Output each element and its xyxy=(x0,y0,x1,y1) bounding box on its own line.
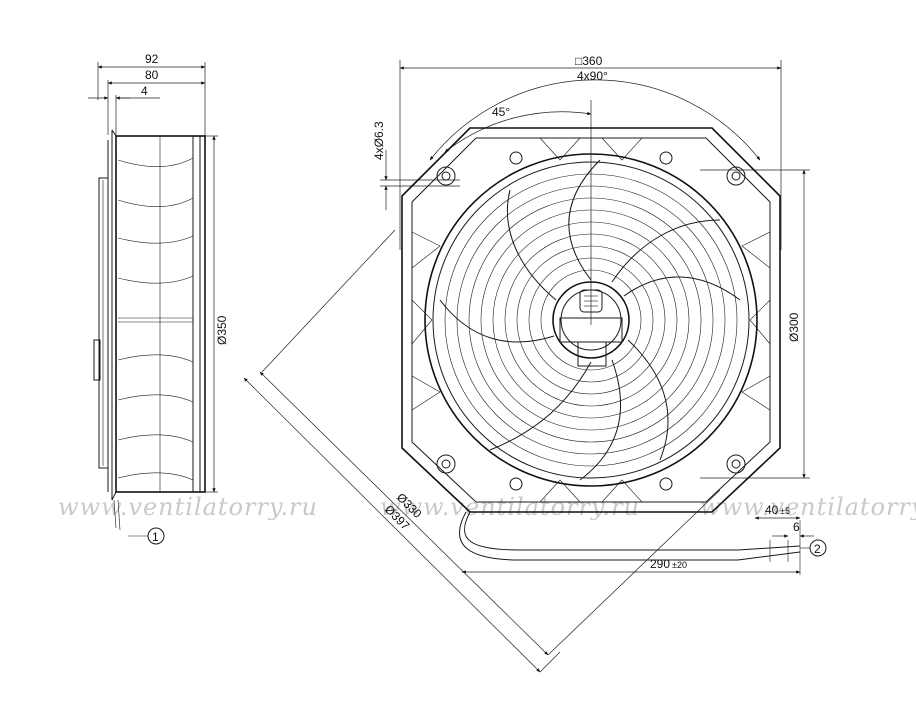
dim-hole-circle-label: Ø300 xyxy=(787,312,801,342)
callout-1-circle xyxy=(147,527,165,545)
side-view: 92 80 4 Ø350 xyxy=(88,52,229,545)
motor-hub xyxy=(552,281,630,359)
frame-ribs xyxy=(411,137,771,503)
dim-flange-label: 4 xyxy=(141,84,148,98)
cable-gland xyxy=(577,341,607,367)
dim-holes-angle-label: 4x90° xyxy=(577,69,608,83)
motor-housing xyxy=(98,177,109,469)
dim-depth-label: 80 xyxy=(145,68,159,82)
motor-label-plate xyxy=(579,289,603,313)
dim-cable-strip-tol: ±5 xyxy=(780,506,790,516)
blade-profiles xyxy=(117,136,194,492)
dim-angle-label: 45° xyxy=(492,105,510,119)
dim-wire-end-label: 6 xyxy=(793,520,800,534)
dim-square-label: □360 xyxy=(575,54,603,68)
callout-2-label: 2 xyxy=(814,542,821,556)
shroud-frame xyxy=(401,127,781,513)
dim-holes-label: 4xØ6.3 xyxy=(372,121,386,160)
motor-connector xyxy=(93,339,101,381)
shroud-body xyxy=(115,135,206,493)
callout-1-label: 1 xyxy=(152,530,159,544)
watermark-text-1: www.ventilatorry.ru xyxy=(58,493,318,521)
fan-blades xyxy=(439,159,741,481)
dim-diameter-label: Ø350 xyxy=(215,315,229,345)
dim-cable-length-tol: ±20 xyxy=(672,560,687,570)
dim-cable-length-label: 290 xyxy=(650,557,670,571)
dim-width-label: 92 xyxy=(145,52,159,66)
fan-rings xyxy=(424,153,758,487)
watermark-text-3: www.ventilatorry.ru xyxy=(700,493,916,521)
callout-2-circle xyxy=(809,539,827,557)
front-view: □360 4x90° 45° 4xØ6.3 Ø300 xyxy=(243,54,827,673)
dim-cable-strip-label: 40 xyxy=(765,503,779,517)
